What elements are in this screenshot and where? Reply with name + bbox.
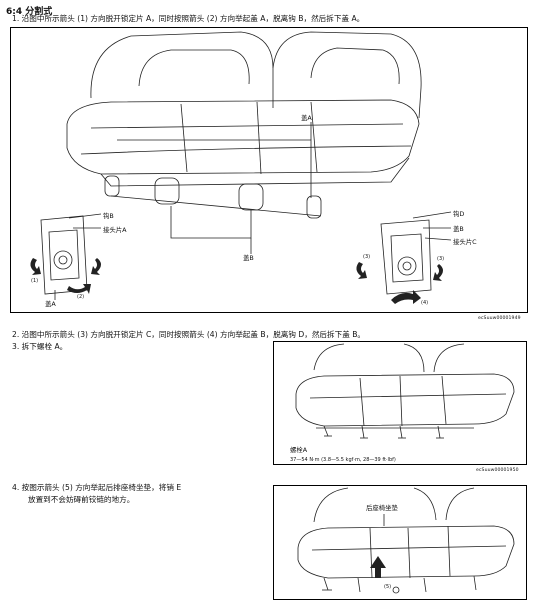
figure-2-code: ecSuuw00001950 — [476, 468, 519, 473]
label-arrow-5: (5) — [384, 584, 391, 590]
label-hook-d: 钩D — [453, 209, 464, 218]
label-torque: 37—54 N·m (3.8—5.5 kgf·m, 28—39 ft·lbf) — [290, 457, 396, 463]
label-arrow-3-left: (3) — [363, 254, 370, 260]
label-rear-cushion: 后座椅坐垫 — [366, 503, 399, 512]
label-arrow-2: (2) — [77, 294, 84, 300]
label-hook-b: 钩B — [103, 211, 114, 220]
label-cover-a-bottom: 盖A — [45, 299, 56, 308]
step-4-line-2: 放置到不会妨碍前铰链的地方。 — [28, 495, 135, 504]
label-tab-a: 接头片A — [103, 225, 127, 234]
label-arrow-1: (1) — [31, 278, 38, 284]
step-4-line-1: 4. 按图示箭头 (5) 方向举起后排座椅坐垫，将销 E — [12, 483, 182, 492]
step-3-text: 3. 拆下螺栓 A。 — [12, 342, 68, 351]
figure-1: 盖A 钩B 接头片A 盖B 盖A 钩D 盖B 接头片C (1) (2) (3) … — [10, 27, 528, 313]
label-cover-b-right: 盖B — [453, 224, 464, 233]
label-bolt-a: 螺栓A — [290, 445, 308, 454]
figure-2: 螺栓A 37—54 N·m (3.8—5.5 kgf·m, 28—39 ft·l… — [273, 341, 527, 465]
figure-3: 后座椅坐垫 (5) — [273, 485, 527, 600]
label-tab-c: 接头片C — [453, 237, 477, 246]
step-1-text: 1. 沿图中所示箭头 (1) 方向脱开锁定片 A，同时按照箭头 (2) 方向举起… — [12, 14, 365, 23]
step-2-text: 2. 沿图中所示箭头 (3) 方向脱开锁定片 C，同时按照箭头 (4) 方向举起… — [12, 330, 366, 339]
label-arrow-4: (4) — [421, 300, 428, 306]
figure-1-code: ecSuuw00001949 — [478, 316, 521, 321]
label-arrow-3-right: (3) — [437, 256, 444, 262]
figure-2-drawing: 螺栓A 37—54 N·m (3.8—5.5 kgf·m, 28—39 ft·l… — [290, 343, 515, 463]
figure-1-drawing: 盖A 钩B 接头片A 盖B 盖A 钩D 盖B 接头片C (1) (2) (3) … — [30, 31, 477, 308]
label-cover-b: 盖B — [243, 253, 254, 262]
label-cover-a-top: 盖A — [301, 113, 312, 122]
section-title: 6:4 分割式 — [6, 7, 53, 17]
figure-3-drawing: 后座椅坐垫 (5) — [297, 487, 515, 594]
